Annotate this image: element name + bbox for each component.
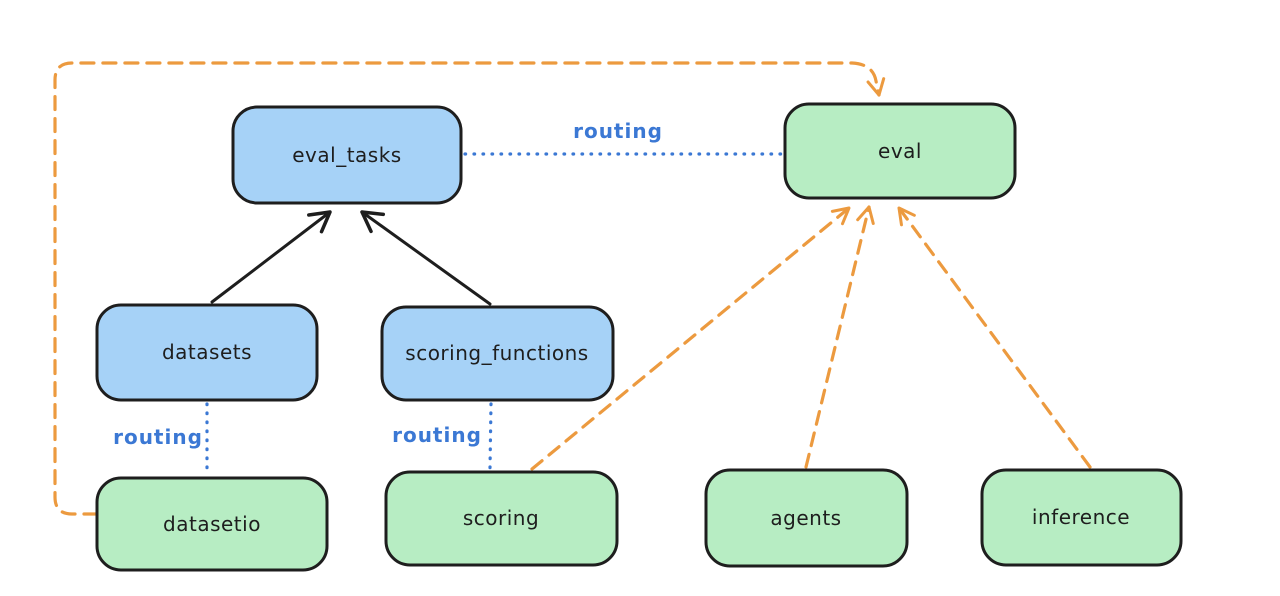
node-inference-box	[980, 468, 1183, 567]
node-datasetio: datasetio	[95, 476, 329, 572]
edge-scoring_functions-to-eval_tasks	[360, 210, 492, 306]
node-datasets-label: datasets	[162, 340, 252, 364]
node-eval_tasks-label: eval_tasks	[292, 143, 401, 167]
node-datasets-box	[95, 303, 319, 402]
node-agents: agents	[704, 468, 909, 568]
node-scoring_functions-label: scoring_functions	[405, 341, 588, 365]
node-eval-label: eval	[878, 139, 922, 163]
node-eval-box	[783, 102, 1017, 200]
node-scoring-label: scoring	[463, 506, 539, 530]
node-eval_tasks: eval_tasks	[231, 105, 463, 205]
node-eval: eval	[783, 102, 1017, 200]
node-agents-label: agents	[770, 506, 841, 530]
routing-label-top: routing	[573, 119, 663, 143]
edge-scoring_functions-to-scoring	[488, 402, 493, 470]
node-scoring: scoring	[384, 470, 619, 567]
node-scoring_functions: scoring_functions	[380, 305, 615, 402]
edge-inference-to-eval	[897, 206, 1092, 469]
node-agents-box	[704, 468, 909, 568]
node-scoring_functions-box	[380, 305, 615, 402]
routing-label-left: routing	[113, 425, 203, 449]
node-datasetio-label: datasetio	[163, 512, 261, 536]
routing-label-middle: routing	[392, 423, 482, 447]
node-datasets: datasets	[95, 303, 319, 402]
edge-agents-to-eval	[804, 205, 875, 469]
node-eval_tasks-box	[231, 105, 463, 205]
node-inference: inference	[980, 468, 1183, 567]
node-inference-label: inference	[1032, 505, 1130, 529]
node-datasetio-box	[95, 476, 329, 572]
edge-datasets-to-eval_tasks	[210, 210, 332, 304]
node-scoring-box	[384, 470, 619, 567]
edge-datasetio-to-eval	[53, 61, 886, 516]
edge-scoring-to-eval	[530, 206, 851, 471]
